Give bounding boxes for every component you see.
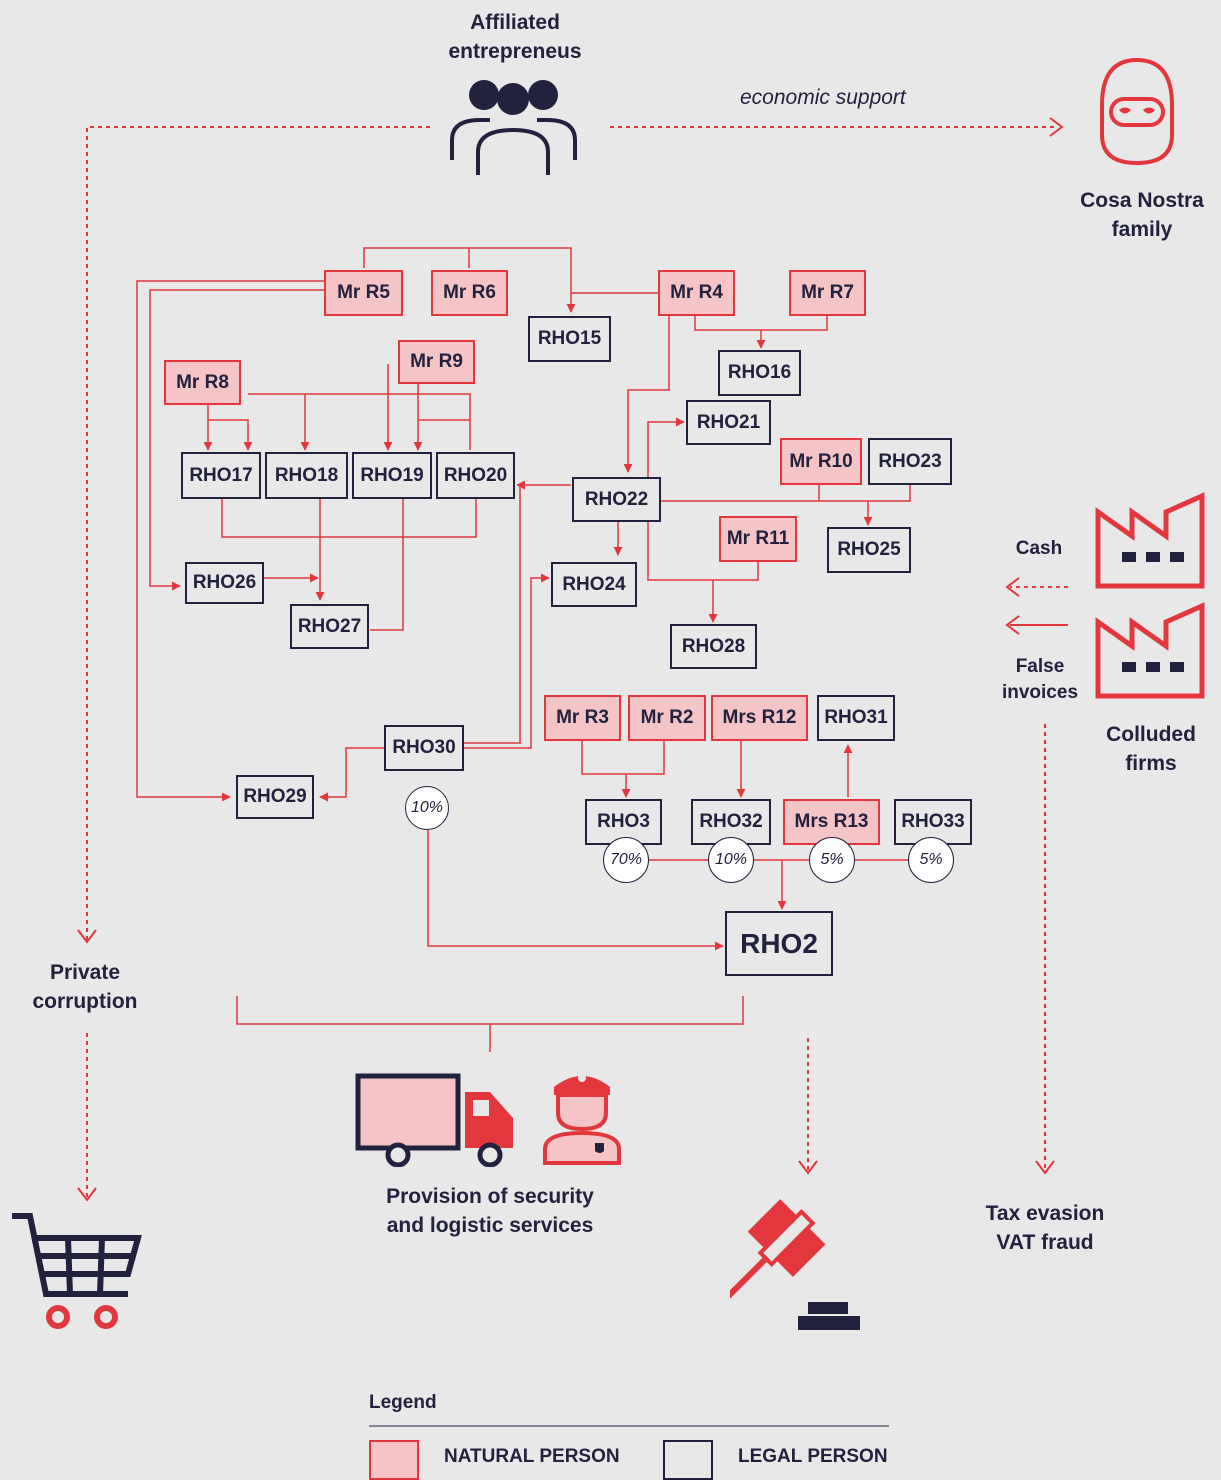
node-rho21: RHO21 (686, 400, 771, 445)
node-rho27: RHO27 (290, 604, 369, 649)
node-rho22: RHO22 (572, 477, 661, 522)
node-rho15: RHO15 (528, 316, 611, 362)
node-mr-r5: Mr R5 (324, 270, 403, 316)
node-mr-r4: Mr R4 (658, 270, 735, 316)
node-mr-r9: Mr R9 (398, 340, 475, 384)
masked-mobster-icon (1100, 57, 1174, 166)
private-corruption-label: Private corruption (32, 961, 138, 1013)
node-mr-r8: Mr R8 (164, 360, 241, 405)
node-rho29: RHO29 (236, 775, 314, 819)
node-mrs-r12: Mrs R12 (711, 695, 808, 741)
legend-natural-swatch (369, 1440, 419, 1480)
node-rho23: RHO23 (868, 438, 952, 485)
percentage-badge-rho32: 10% (708, 837, 754, 883)
affiliated-entrepreneurs-label: Affiliated entrepreneus (448, 11, 582, 63)
node-rho26: RHO26 (185, 562, 264, 604)
node-mr-r3: Mr R3 (544, 695, 621, 741)
colluded-firms-label: Colluded firms (1106, 723, 1196, 775)
node-rho16: RHO16 (718, 350, 801, 396)
node-mr-r2: Mr R2 (628, 695, 706, 741)
node-rho19: RHO19 (352, 452, 432, 499)
delivery-truck-icon (355, 1073, 513, 1167)
node-rho25: RHO25 (827, 527, 911, 573)
cosa-nostra-label: Cosa Nostra family (1080, 189, 1204, 241)
node-rho3: RHO3 (585, 799, 662, 845)
node-rho2: RHO2 (725, 911, 833, 976)
cash-label: Cash (1015, 538, 1063, 559)
tax-evasion-label: Tax evasion VAT fraud (985, 1202, 1105, 1254)
node-rho24: RHO24 (551, 562, 637, 607)
node-mr-r6: Mr R6 (431, 270, 508, 316)
percentage-badge-rho30: 10% (405, 786, 449, 830)
legend-legal-label: LEGAL PERSON (738, 1446, 888, 1467)
legend-legal-swatch (663, 1440, 713, 1480)
economic-support-label: economic support (740, 86, 906, 109)
factory-icon (1095, 602, 1205, 699)
security-guard-icon (543, 1074, 621, 1165)
percentage-badge-rho33: 5% (908, 837, 954, 883)
percentage-badge-rho3: 70% (603, 837, 649, 883)
node-rho31: RHO31 (817, 695, 895, 741)
judge-gavel-icon (730, 1199, 860, 1330)
node-mr-r7: Mr R7 (789, 270, 866, 316)
people-group-icon (450, 80, 577, 175)
percentage-badge-mrs-r13: 5% (809, 837, 855, 883)
node-rho30: RHO30 (384, 725, 464, 771)
node-mr-r10: Mr R10 (780, 438, 862, 485)
legend-natural-label: NATURAL PERSON (444, 1446, 620, 1467)
legend-title: Legend (369, 1392, 437, 1413)
shopping-cart-icon (12, 1213, 142, 1329)
provision-label: Provision of security and logistic servi… (386, 1185, 594, 1237)
node-mr-r11: Mr R11 (719, 516, 797, 562)
node-rho28: RHO28 (670, 624, 757, 669)
node-rho18: RHO18 (265, 452, 348, 499)
false-invoices-label: False invoices (1001, 656, 1079, 703)
factory-icon (1095, 492, 1205, 589)
node-rho17: RHO17 (181, 452, 261, 499)
node-rho20: RHO20 (436, 452, 515, 499)
